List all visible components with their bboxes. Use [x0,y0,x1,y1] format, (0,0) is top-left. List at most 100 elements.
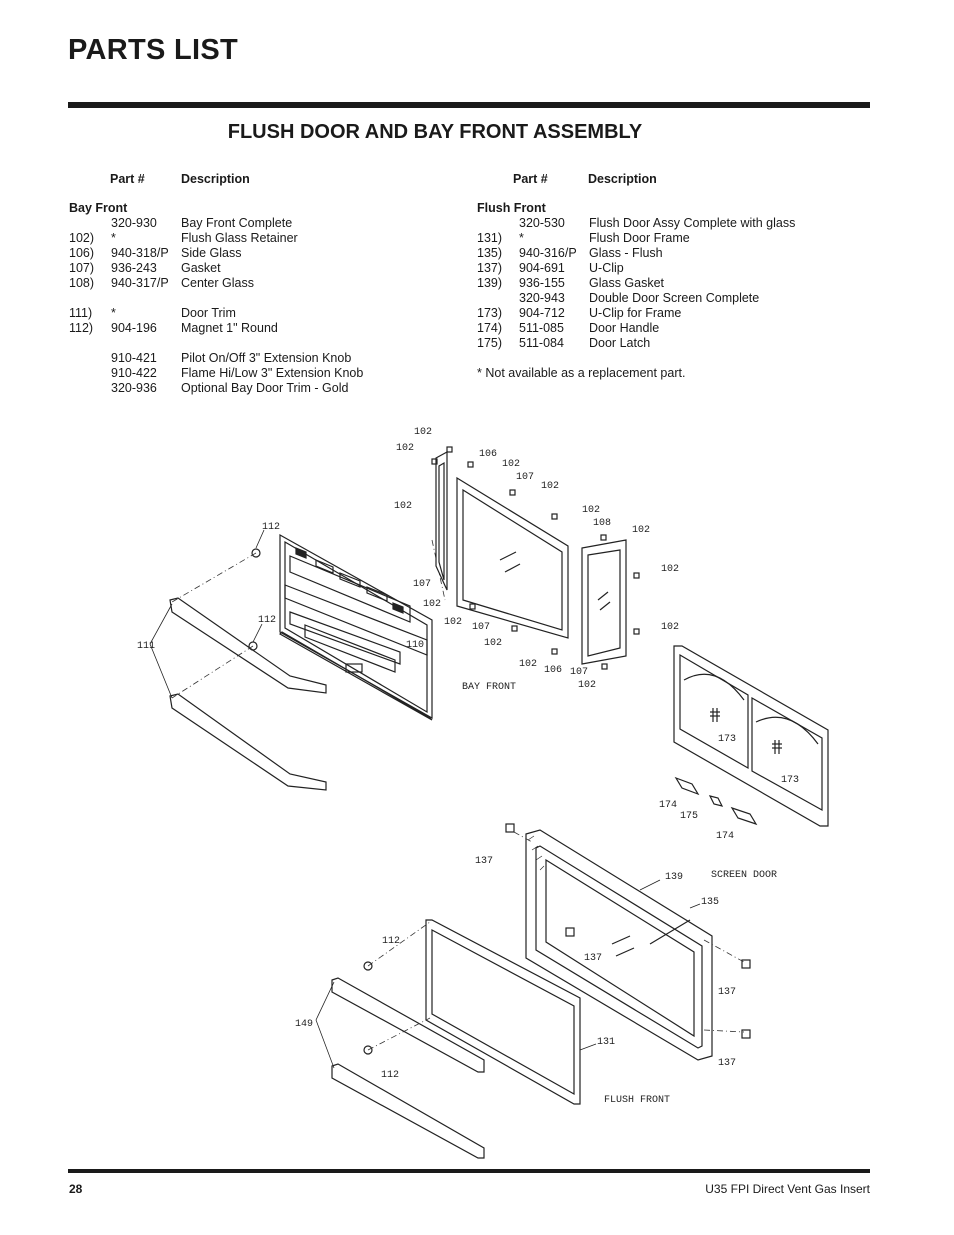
top-rule [68,102,870,108]
column-header: Part # Description [69,171,429,201]
part-number-header: Part # [513,172,548,186]
part-row: 131) * Flush Door Frame [477,231,837,246]
callout-175: 175 [680,811,698,822]
part-number: 320-943 [519,291,565,305]
callout-102: 102 [661,622,679,633]
part-row: 112) 904-196 Magnet 1" Round [69,321,429,336]
callout-112: 112 [381,1070,399,1081]
part-row: 137) 904-691 U-Clip [477,261,837,276]
ref-number: 139) [477,276,503,290]
part-number: 940-317/P [111,276,169,290]
part-description: Optional Bay Door Trim - Gold [181,381,349,395]
part-row: 320-943 Double Door Screen Complete [477,291,837,306]
callout-149: 149 [295,1019,313,1030]
part-number: 320-930 [111,216,157,230]
part-number: 904-691 [519,261,565,275]
part-description: Gasket [181,261,221,275]
callout-110: 110 [406,640,424,651]
callout-174: 174 [716,831,734,842]
footnote: * Not available as a replacement part. [477,366,686,380]
part-description: U-Clip for Frame [589,306,682,320]
part-number: 511-085 [519,321,564,335]
callout-107: 107 [570,667,588,678]
part-number: 940-316/P [519,246,577,260]
part-description: Center Glass [181,276,254,290]
callout-102: 102 [423,599,441,610]
part-description: Side Glass [181,246,242,260]
part-number: 511-084 [519,336,564,350]
part-description: U-Clip [589,261,624,275]
part-number: 320-530 [519,216,565,230]
callout-108: 108 [593,518,611,529]
callout-107: 107 [516,472,534,483]
part-description: Door Trim [181,306,236,320]
part-row: 102)*Flush Glass Retainer [69,231,429,246]
callout-102: 102 [394,501,412,512]
part-number: * [111,231,116,245]
callout-135: 135 [701,897,719,908]
part-number: 910-421 [111,351,157,365]
callout-102: 102 [578,680,596,691]
ref-number: 112) [69,321,94,335]
part-number-header: Part # [110,172,145,186]
part-number: 940-318/P [111,246,169,260]
part-number: * [519,231,524,245]
callout-137: 137 [475,856,493,867]
callout-102: 102 [484,638,502,649]
part-description: Door Handle [589,321,660,335]
part-row: 139) 936-155 Glass Gasket [477,276,837,291]
part-description: Glass Gasket [589,276,665,290]
callout-112: 112 [258,615,276,626]
part-description: Double Door Screen Complete [589,291,760,305]
part-number: * [111,306,116,320]
part-description: Magnet 1" Round [181,321,278,335]
ref-number: 173) [477,306,503,320]
bottom-rule [68,1169,870,1173]
callout-107: 107 [472,622,490,633]
callout-102: 102 [396,443,414,454]
column-header: Part # Description [477,171,837,201]
part-row: 106) 940-318/P Side Glass [69,246,429,261]
callout-102: 102 [661,564,679,575]
part-number: 904-196 [111,321,157,335]
part-row: 173) 904-712 U-Clip for Frame [477,306,837,321]
ref-number: 106) [69,246,95,260]
part-number: 910-422 [111,366,157,380]
page-number: 28 [69,1182,83,1196]
callout-137: 137 [718,1058,736,1069]
callout-112: 112 [262,522,280,533]
group-label: Bay Front [69,201,128,215]
part-description: Glass - Flush [589,246,663,260]
description-header: Description [588,172,657,186]
section-title: FLUSH DOOR AND BAY FRONT ASSEMBLY [227,121,643,143]
bay-front-label: BAY FRONT [462,682,516,693]
part-number: 904-712 [519,306,565,320]
callout-174: 174 [659,800,677,811]
callout-102: 102 [541,481,559,492]
part-description: Door Latch [589,336,651,350]
part-description: Flush Glass Retainer [181,231,298,245]
description-header: Description [181,172,250,186]
callout-106: 106 [479,449,497,460]
part-description: Flame Hi/Low 3" Extension Knob [181,366,364,380]
part-description: Flush Door Frame [589,231,690,245]
ref-number: 131) [477,231,503,245]
flush-front-label: FLUSH FRONT [604,1095,670,1106]
callout-139: 139 [665,872,683,883]
ref-number: 137) [477,261,503,275]
part-number: 936-155 [519,276,565,290]
callout-131: 131 [597,1037,615,1048]
callout-102: 102 [632,525,650,536]
callout-137: 137 [718,987,736,998]
part-row: 174) 511-085 Door Handle [477,321,837,336]
ref-number: 174) [477,321,503,335]
